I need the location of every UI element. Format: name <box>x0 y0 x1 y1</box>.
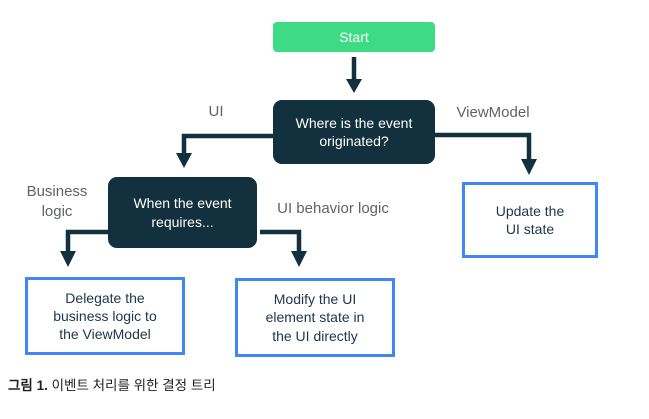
start-node-label: Start <box>339 28 369 45</box>
delegate-outcome-label: Delegate the business logic to the ViewM… <box>53 289 157 343</box>
requires-question-label: When the event requires... <box>133 195 232 230</box>
figure-caption-text: 이벤트 처리를 위한 결정 트리 <box>47 378 216 393</box>
arrow-origin-to-update-viewmodel <box>435 132 537 175</box>
modify-outcome-label: Modify the UI element state in the UI di… <box>265 291 365 344</box>
edge-label-ui: UI <box>208 103 224 120</box>
update-outcome-label: Update the UI state <box>495 202 565 237</box>
modify-outcome-node: Modify the UI element state in the UI di… <box>235 278 395 357</box>
start-node: Start <box>273 22 435 52</box>
figure-caption-number: 그림 1. <box>8 378 48 393</box>
origin-question-node: Where is the event originated? <box>273 100 435 164</box>
figure-caption: 그림 1. 이벤트 처리를 위한 결정 트리 <box>8 377 216 395</box>
delegate-outcome-node: Delegate the business logic to the ViewM… <box>25 277 185 355</box>
edge-label-business-logic: Business logic <box>26 183 88 221</box>
origin-question-label: Where is the event originated? <box>295 114 413 149</box>
requires-question-node: When the event requires... <box>108 177 257 248</box>
edge-label-viewmodel: ViewModel <box>456 104 530 121</box>
edge-label-ui-behavior-logic: UI behavior logic <box>277 200 389 217</box>
arrow-start-to-origin <box>346 57 362 93</box>
update-outcome-node: Update the UI state <box>462 182 598 258</box>
arrow-requires-to-modify-uibehavior <box>260 229 307 267</box>
arrow-requires-to-delegate-business <box>60 229 108 267</box>
arrow-origin-to-requires-ui <box>176 133 273 168</box>
